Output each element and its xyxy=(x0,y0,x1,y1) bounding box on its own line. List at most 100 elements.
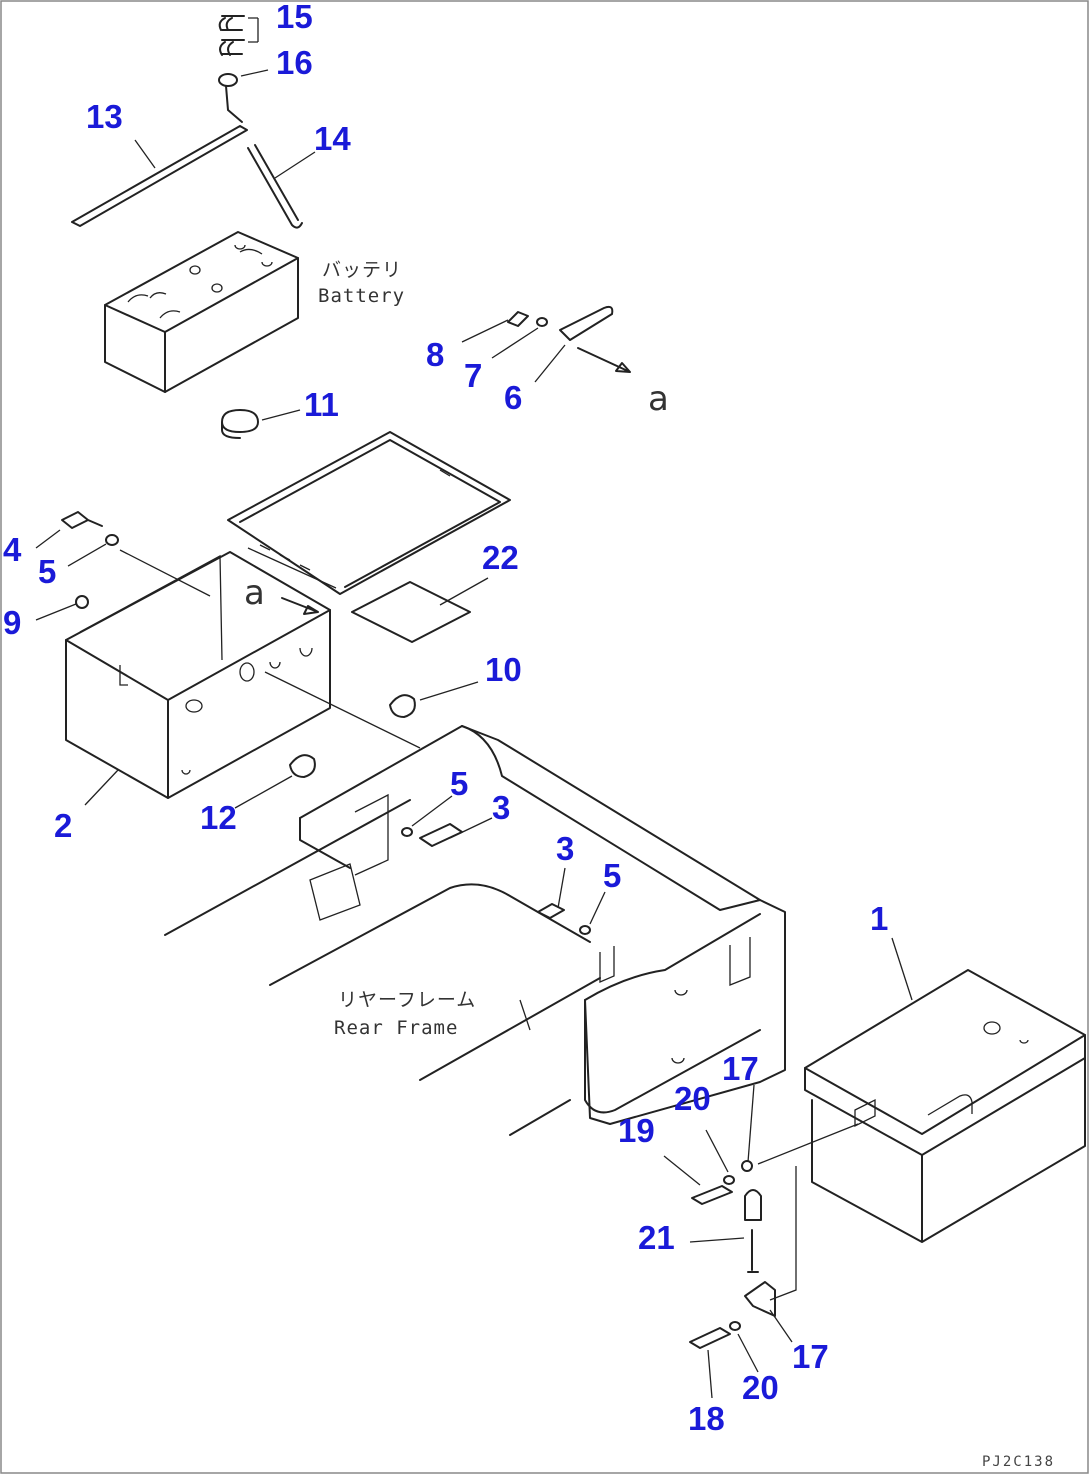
washer-7-drawing xyxy=(536,317,548,327)
leader-17b xyxy=(769,1309,793,1343)
cable-group xyxy=(461,305,631,383)
cap-11-drawing xyxy=(221,409,259,439)
rod-14-drawing xyxy=(247,144,303,229)
leader-5b xyxy=(411,795,453,827)
callout-15: 15 xyxy=(276,0,313,35)
washer-16-drawing xyxy=(218,73,238,87)
callout-1: 1 xyxy=(870,900,888,937)
lock-21-drawing xyxy=(744,1189,762,1273)
plug-9-drawing xyxy=(75,595,89,609)
nut-15b-drawing xyxy=(219,39,245,56)
rear-frame xyxy=(164,725,786,1136)
leader-9 xyxy=(35,603,77,621)
leader-19 xyxy=(663,1155,701,1186)
leader-5a xyxy=(67,543,107,567)
battery-label-jp: バッテリ xyxy=(322,259,402,281)
callout-5-rear: 5 xyxy=(603,857,621,894)
nut-10-drawing xyxy=(389,694,416,718)
bolt-4-drawing xyxy=(61,511,103,529)
callout-20-lower: 20 xyxy=(742,1369,779,1406)
rear-frame-label-en: Rear Frame xyxy=(334,1017,458,1039)
battery-case xyxy=(35,511,479,809)
leader-11 xyxy=(261,409,301,421)
leader-3a xyxy=(449,817,493,839)
callout-4: 4 xyxy=(3,531,22,568)
frame-outline xyxy=(299,725,786,1125)
bar-13-drawing xyxy=(71,125,248,227)
callout-21: 21 xyxy=(638,1219,675,1256)
callout-11: 11 xyxy=(304,386,339,423)
bracket-lines xyxy=(757,1123,859,1301)
callout-17-upper: 17 xyxy=(722,1050,759,1087)
mount-line-2 xyxy=(264,671,421,749)
leader-7 xyxy=(491,327,539,359)
case-details xyxy=(79,554,313,775)
leader-12 xyxy=(234,775,293,809)
case-side xyxy=(167,609,331,799)
leader-18 xyxy=(707,1349,713,1399)
mount-line-1 xyxy=(119,549,211,597)
nut-15-drawing xyxy=(218,15,245,31)
frame-top-edge xyxy=(299,725,761,911)
bolt-19-drawing xyxy=(691,1160,753,1205)
battery-front xyxy=(104,304,166,393)
callout-3-frame: 3 xyxy=(492,789,510,826)
callout-19: 19 xyxy=(618,1112,655,1149)
leader-8 xyxy=(461,319,509,343)
toolbox-lid-rim xyxy=(804,1034,1086,1156)
leader-16 xyxy=(240,69,269,77)
callout-13: 13 xyxy=(86,98,123,135)
leader-5c xyxy=(589,891,606,925)
bracket-15 xyxy=(248,17,259,43)
leader-4 xyxy=(35,529,61,549)
case-top xyxy=(65,551,331,701)
rear-frame-label-jp: リヤーフレーム xyxy=(338,989,476,1011)
bolt-3b-drawing xyxy=(537,903,591,935)
leader-20b xyxy=(737,1333,759,1373)
leader-10 xyxy=(419,681,479,701)
bolt-18-drawing xyxy=(689,1321,741,1349)
hold-down-group xyxy=(71,15,316,229)
battery-top xyxy=(104,231,299,333)
leader-3b xyxy=(557,867,566,909)
battery-tray xyxy=(227,431,511,643)
leader-20a xyxy=(705,1129,729,1173)
bolt-3a-drawing xyxy=(401,823,463,847)
callout-5-upper-left: 5 xyxy=(38,553,56,590)
callout-17-lower: 17 xyxy=(792,1338,829,1375)
battery-side xyxy=(164,257,299,393)
callout-2: 2 xyxy=(54,807,72,844)
callout-5-frame: 5 xyxy=(450,765,468,802)
callout-12: 12 xyxy=(200,799,237,836)
callout-7: 7 xyxy=(464,357,482,394)
washer-5-drawing xyxy=(105,534,119,546)
callout-18: 18 xyxy=(688,1400,725,1437)
tool-box xyxy=(663,937,1086,1399)
toolbox-handle xyxy=(854,1021,1029,1128)
callout-10: 10 xyxy=(485,651,522,688)
callout-20-upper: 20 xyxy=(674,1080,711,1117)
battery-label-en: Battery xyxy=(318,285,405,307)
callout-9: 9 xyxy=(3,604,21,641)
leader-6 xyxy=(534,344,566,383)
cable-6-drawing xyxy=(559,305,614,341)
leader-14 xyxy=(274,151,316,179)
view-a-label-mid: a xyxy=(244,573,265,613)
bracket-17-drawing xyxy=(744,1281,776,1317)
view-a-label-top: a xyxy=(648,379,669,419)
drawing-code: PJ2C138 xyxy=(982,1454,1055,1470)
toolbox-body xyxy=(811,1057,1086,1243)
frame-rear-plate xyxy=(584,913,761,1114)
leader-2 xyxy=(84,769,119,806)
case-front xyxy=(65,639,169,799)
tray-details xyxy=(247,469,451,589)
callout-6: 6 xyxy=(504,379,522,416)
battery xyxy=(104,231,301,439)
callout-14: 14 xyxy=(314,120,351,157)
leader-17a xyxy=(747,1084,755,1163)
toolbox-lid xyxy=(804,969,1086,1135)
arrow-to-a xyxy=(577,347,631,373)
bolt-8-drawing xyxy=(507,311,529,327)
